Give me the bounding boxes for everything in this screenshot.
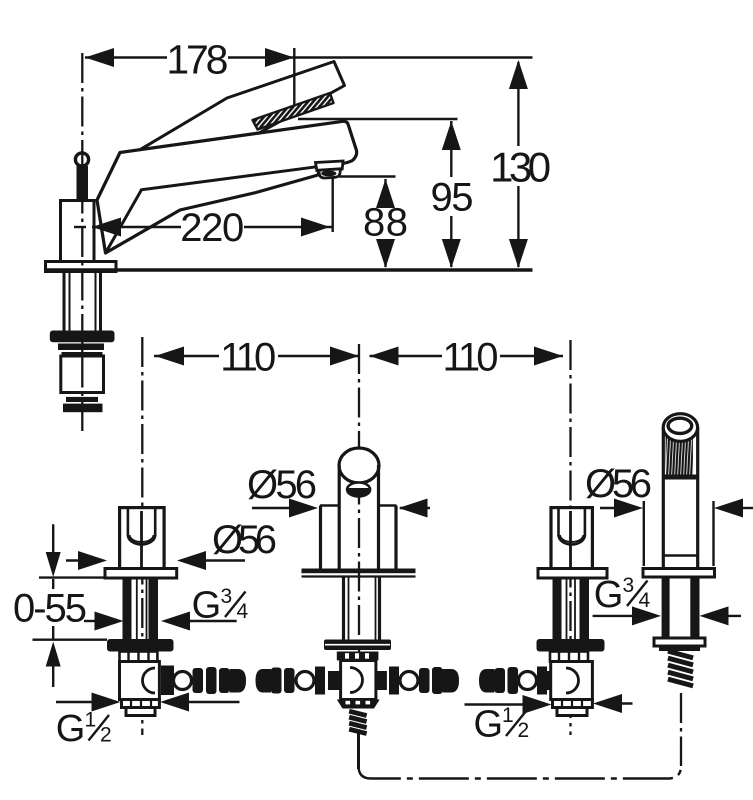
svg-text:95: 95: [431, 176, 474, 220]
svg-text:1: 1: [502, 704, 514, 727]
svg-text:110: 110: [443, 336, 499, 380]
svg-text:G: G: [594, 574, 624, 616]
svg-text:1: 1: [85, 709, 97, 732]
svg-text:3: 3: [623, 574, 635, 597]
svg-text:Ø56: Ø56: [585, 462, 652, 506]
svg-text:G: G: [56, 708, 86, 750]
svg-text:3: 3: [221, 585, 233, 608]
svg-text:0-55: 0-55: [13, 587, 87, 631]
svg-text:178: 178: [166, 37, 228, 83]
svg-text:130: 130: [490, 144, 551, 191]
svg-text:110: 110: [220, 336, 276, 380]
svg-text:G: G: [192, 585, 222, 627]
svg-text:4: 4: [237, 600, 249, 623]
svg-text:Ø56: Ø56: [212, 518, 277, 562]
svg-text:220: 220: [180, 206, 244, 250]
svg-text:2: 2: [518, 719, 530, 742]
svg-text:2: 2: [100, 724, 112, 747]
svg-text:4: 4: [639, 589, 651, 612]
svg-text:Ø56: Ø56: [247, 463, 317, 507]
svg-text:88: 88: [363, 201, 408, 245]
svg-text:G: G: [474, 704, 504, 746]
